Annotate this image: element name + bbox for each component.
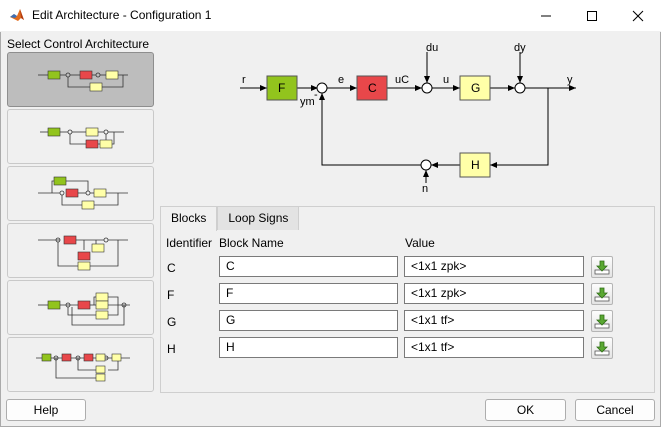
architecture-option-5[interactable] — [7, 280, 154, 335]
signal-r-label: r — [242, 74, 246, 86]
signal-uc-label: uC — [395, 74, 409, 86]
architecture-6-thumbnail-icon — [36, 353, 130, 382]
title-bar: Edit Architecture - Configuration 1 — [0, 0, 661, 32]
matlab-logo-icon — [10, 9, 24, 21]
block-f-label: F — [278, 81, 285, 95]
import-button[interactable] — [591, 283, 613, 305]
block-h-label: H — [471, 158, 480, 172]
row-identifier: C — [167, 261, 176, 275]
control-architecture-diagram: F C G H r e ym - uC du u dy y n — [240, 42, 576, 195]
architecture-1-thumbnail-icon — [38, 70, 128, 92]
signal-e-label: e — [338, 74, 344, 86]
block-c-label: C — [368, 81, 377, 95]
help-button[interactable]: Help — [6, 399, 86, 421]
value-field[interactable]: <1x1 tf> — [404, 337, 584, 358]
identifier-header: Identifier — [166, 236, 213, 250]
download-import-icon — [594, 341, 610, 356]
minimize-icon — [541, 15, 551, 16]
value-field[interactable]: <1x1 tf> — [404, 310, 584, 331]
block-c — [356, 75, 388, 101]
block-name-field[interactable]: H — [219, 337, 398, 358]
block-name-field[interactable]: G — [219, 310, 398, 331]
architecture-option-4[interactable] — [7, 223, 154, 278]
select-architecture-label: Select Control Architecture — [7, 37, 150, 51]
architecture-option-3[interactable] — [7, 166, 154, 221]
download-import-icon — [594, 260, 610, 275]
import-button[interactable] — [591, 337, 613, 359]
tab-strip: Blocks Loop Signs — [160, 206, 300, 231]
import-button[interactable] — [591, 310, 613, 332]
tab-blocks[interactable]: Blocks — [160, 206, 218, 231]
minimize-button[interactable] — [523, 0, 569, 31]
download-import-icon — [594, 287, 610, 302]
architecture-option-2[interactable] — [7, 109, 154, 164]
signal-n-label: n — [422, 183, 428, 195]
value-header: Value — [405, 236, 435, 250]
architecture-4-thumbnail-icon — [38, 235, 128, 271]
architecture-5-thumbnail-icon — [38, 292, 130, 326]
signal-du-label: du — [426, 42, 438, 54]
row-identifier: F — [167, 288, 175, 302]
block-name-header: Block Name — [219, 236, 284, 250]
maximize-icon — [587, 10, 597, 21]
signal-dy-label: dy — [514, 42, 526, 54]
architecture-option-1[interactable] — [7, 52, 154, 107]
window-title: Edit Architecture - Configuration 1 — [32, 8, 212, 22]
architecture-list — [6, 52, 156, 393]
tab-loop-signs[interactable]: Loop Signs — [217, 206, 300, 230]
block-name-field[interactable]: C — [219, 256, 398, 277]
block-name-field[interactable]: F — [219, 283, 398, 304]
close-icon — [632, 10, 644, 21]
row-identifier: G — [167, 315, 177, 329]
block-g — [459, 75, 491, 101]
signal-y-label: y — [567, 74, 573, 86]
block-g-label: G — [471, 81, 480, 95]
block-h — [459, 152, 491, 178]
close-button[interactable] — [615, 0, 661, 31]
cancel-button[interactable]: Cancel — [575, 399, 655, 421]
row-identifier: H — [167, 342, 176, 356]
ok-button[interactable]: OK — [485, 399, 566, 421]
signal-u-label: u — [443, 74, 449, 86]
architecture-option-6[interactable] — [7, 337, 154, 392]
maximize-button[interactable] — [569, 0, 615, 31]
download-import-icon — [594, 314, 610, 329]
value-field[interactable]: <1x1 zpk> — [404, 256, 584, 277]
import-button[interactable] — [591, 256, 613, 278]
sum-minus-sign: - — [314, 89, 318, 101]
signal-ym-label: ym — [300, 96, 315, 108]
block-f — [266, 75, 298, 101]
architecture-2-thumbnail-icon — [40, 127, 124, 149]
architecture-3-thumbnail-icon — [38, 176, 128, 210]
value-field[interactable]: <1x1 zpk> — [404, 283, 584, 304]
